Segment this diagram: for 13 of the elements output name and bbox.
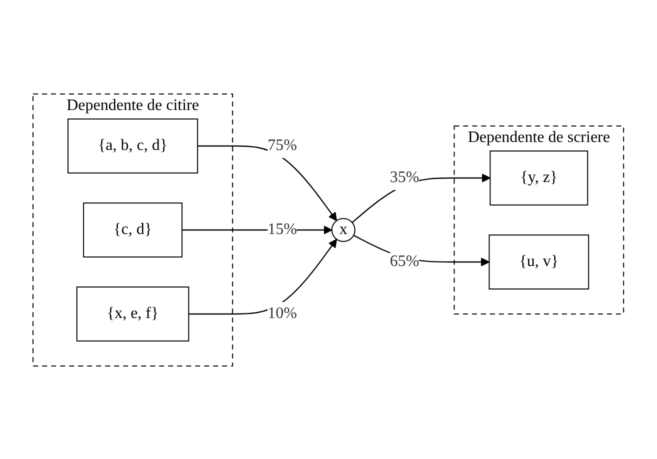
edge-label: 35% bbox=[390, 168, 420, 186]
node-box: {u, v} bbox=[488, 234, 590, 289]
edge-label: 65% bbox=[390, 252, 420, 270]
arrow bbox=[188, 238, 338, 314]
node-box: {y, z} bbox=[490, 150, 588, 205]
node-box: {x, e, f} bbox=[76, 286, 190, 341]
arrow bbox=[198, 144, 338, 221]
edge-label: 15% bbox=[268, 220, 298, 238]
node-box: {a, b, c, d} bbox=[68, 118, 198, 173]
edge-label: 10% bbox=[268, 304, 298, 322]
edge-label: 75% bbox=[268, 136, 298, 154]
node-circle: x bbox=[332, 218, 356, 242]
node-box: {c, d} bbox=[83, 202, 183, 257]
